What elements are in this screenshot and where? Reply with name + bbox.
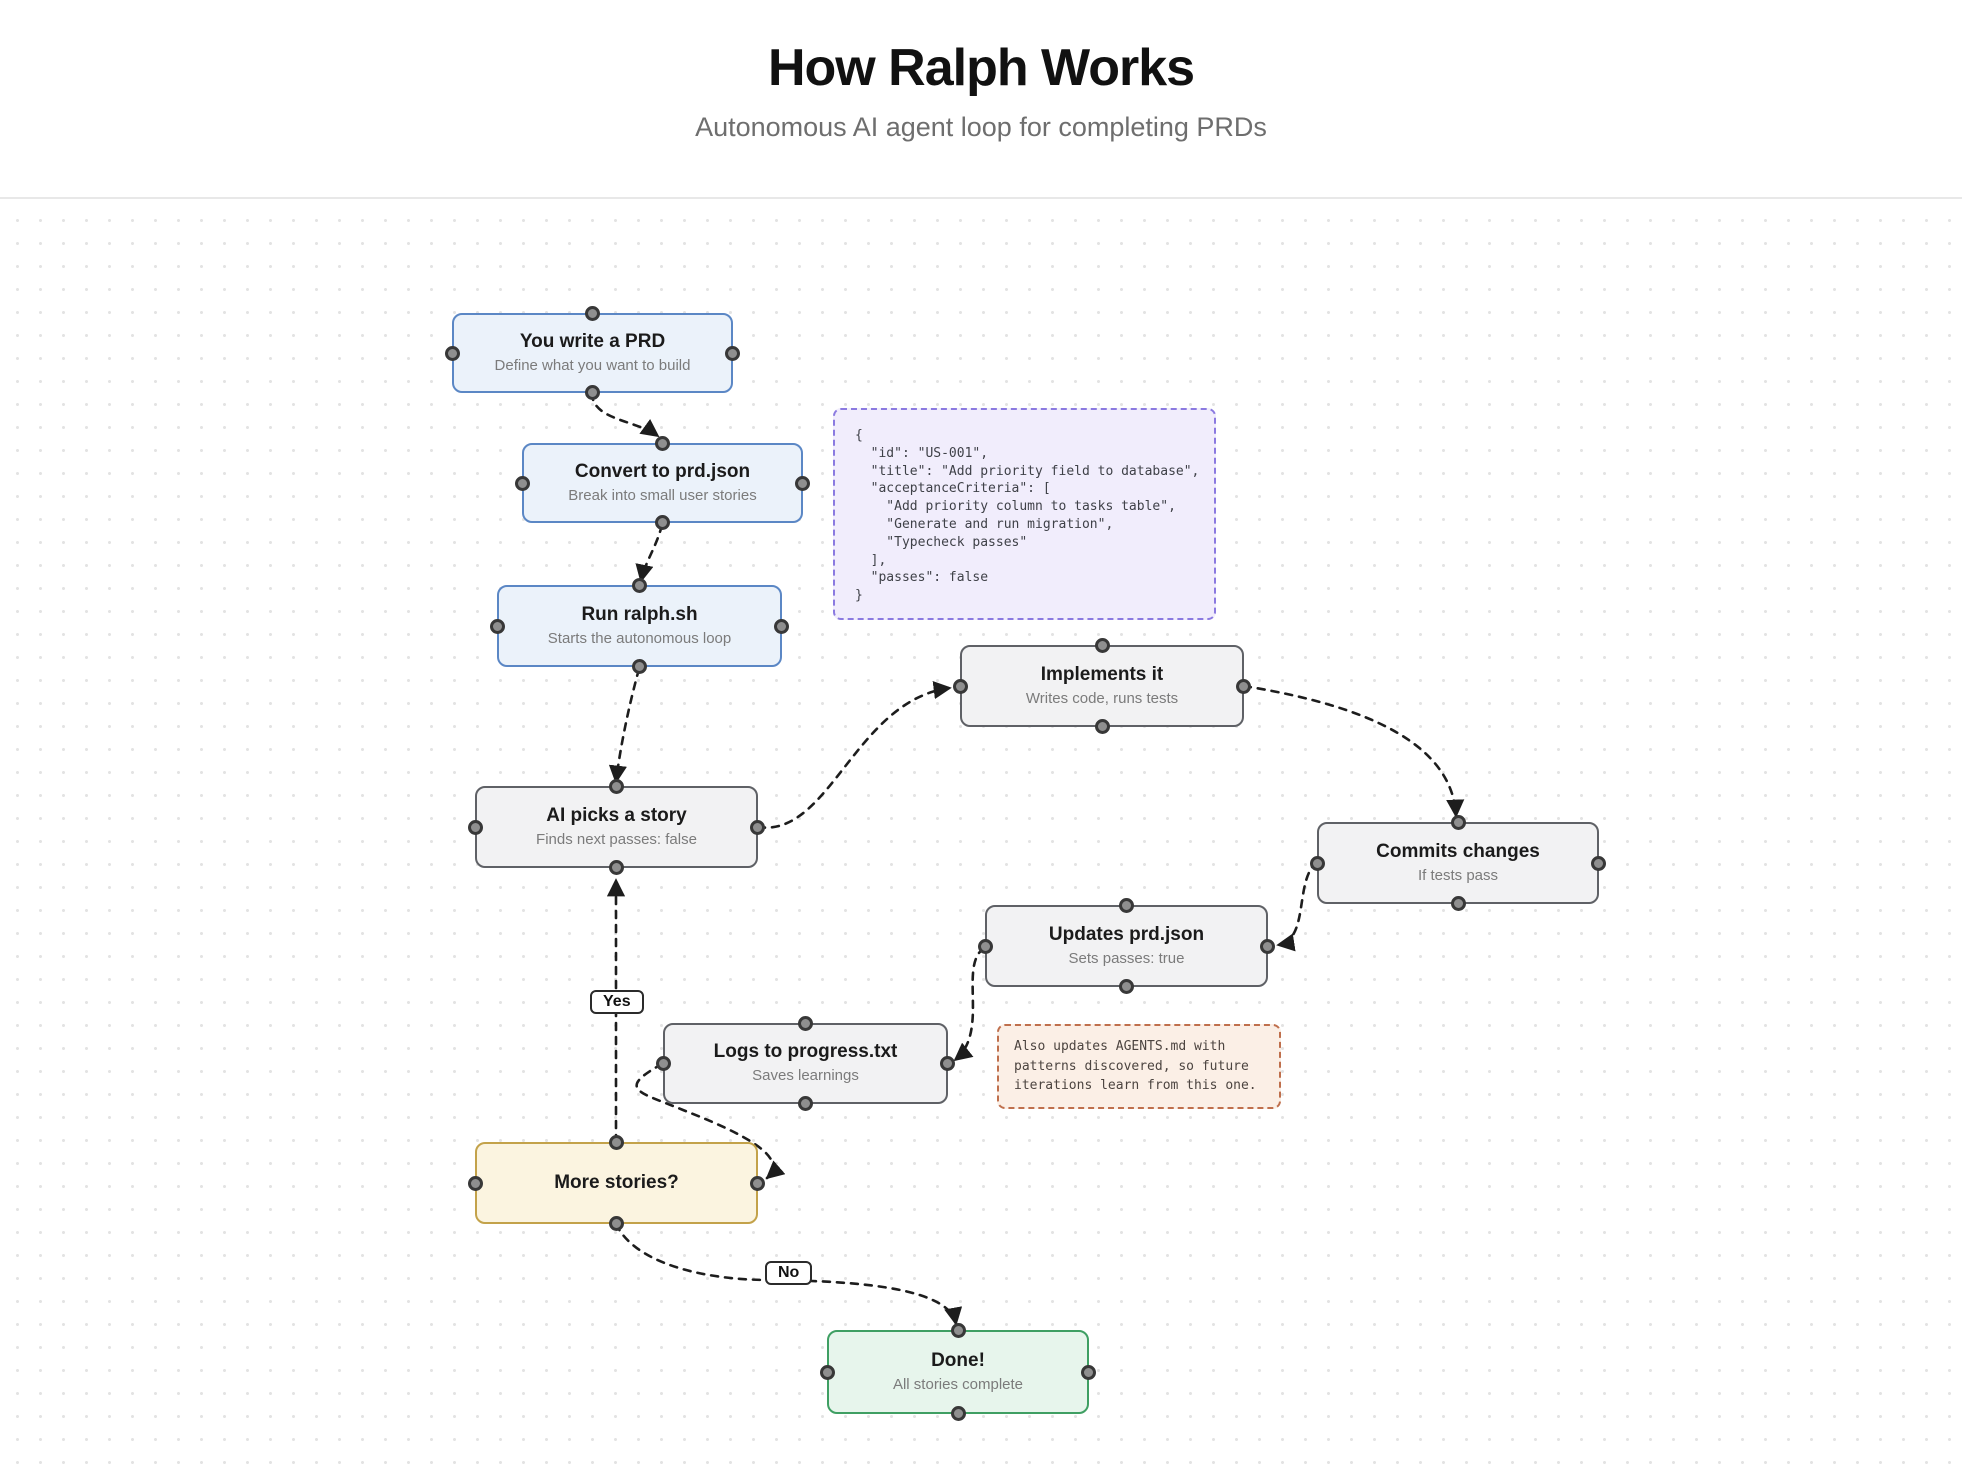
page-title: How Ralph Works — [767, 39, 1195, 97]
connection-handle[interactable] — [1081, 1364, 1096, 1380]
connection-handle[interactable] — [820, 1364, 835, 1380]
node-title: Commits changes — [1376, 840, 1540, 862]
edge-label-yes[interactable]: Yes — [590, 990, 644, 1014]
connection-handle[interactable] — [774, 618, 789, 634]
connection-handle[interactable] — [1094, 719, 1110, 734]
connection-handle[interactable] — [1310, 855, 1325, 871]
connection-handle[interactable] — [1094, 638, 1110, 653]
connection-handle[interactable] — [798, 1016, 813, 1031]
connection-handle[interactable] — [632, 659, 647, 674]
node-title: Convert to prd.json — [574, 460, 751, 482]
node-updates-prd-json[interactable]: Updates prd.json Sets passes: true — [978, 898, 1275, 994]
connection-handle[interactable] — [1236, 678, 1251, 694]
connection-handle[interactable] — [655, 436, 670, 451]
connection-handle[interactable] — [609, 1135, 624, 1150]
edge-commits-to-updates[interactable] — [1276, 860, 1319, 952]
edge-write-prd-to-convert[interactable] — [590, 391, 660, 438]
node-subtitle: Sets passes: true — [1068, 949, 1185, 967]
connection-handle[interactable] — [1450, 815, 1466, 830]
connection-handle[interactable] — [445, 345, 460, 361]
node-subtitle: If tests pass — [1417, 866, 1499, 884]
node-subtitle: Writes code, runs tests — [1025, 689, 1179, 707]
connection-handle[interactable] — [1119, 898, 1134, 913]
node-title: AI picks a story — [546, 804, 687, 826]
connection-handle[interactable] — [750, 819, 765, 835]
connection-handle[interactable] — [795, 475, 810, 491]
connection-handle[interactable] — [655, 515, 670, 530]
connection-handle[interactable] — [468, 819, 483, 835]
node-subtitle: Define what you want to build — [494, 356, 691, 374]
connection-handle[interactable] — [953, 678, 968, 694]
edge-implements-to-commits[interactable] — [1242, 684, 1465, 818]
page-subtitle: Autonomous AI agent loop for completing … — [695, 112, 1267, 142]
connection-handle[interactable] — [609, 1216, 624, 1231]
connection-handle[interactable] — [656, 1056, 671, 1071]
node-title: Logs to progress.txt — [713, 1041, 898, 1063]
node-subtitle: Starts the autonomous loop — [547, 629, 732, 647]
node-title: Implements it — [1040, 663, 1164, 685]
node-commits-changes[interactable]: Commits changes If tests pass — [1310, 815, 1606, 911]
connection-handle[interactable] — [609, 860, 624, 875]
node-title: Run ralph.sh — [581, 603, 698, 625]
node-subtitle: All stories complete — [892, 1375, 1024, 1393]
node-implements-it[interactable]: Implements it Writes code, runs tests — [953, 638, 1251, 734]
node-title: You write a PRD — [519, 330, 666, 352]
connection-handle[interactable] — [1591, 855, 1606, 871]
connection-handle[interactable] — [1260, 938, 1275, 954]
edge-ai-picks-to-implements[interactable] — [756, 681, 952, 829]
agents-md-note-text: Also updates AGENTS.md with patterns dis… — [1014, 1039, 1257, 1093]
node-you-write-a-prd[interactable]: You write a PRD Define what you want to … — [445, 306, 740, 400]
connection-handle[interactable] — [468, 1175, 483, 1191]
connection-handle[interactable] — [1450, 896, 1466, 911]
connection-handle[interactable] — [585, 385, 600, 400]
agents-md-note[interactable]: Also updates AGENTS.md with patterns dis… — [997, 1024, 1281, 1109]
node-ai-picks-a-story[interactable]: AI picks a story Finds next passes: fals… — [468, 779, 765, 875]
node-title: More stories? — [554, 1171, 679, 1193]
node-convert-to-prd-json[interactable]: Convert to prd.json Break into small use… — [515, 436, 810, 530]
connection-handle[interactable] — [978, 938, 993, 954]
prd-json-code: { "id": "US-001", "title": "Add priority… — [855, 428, 1200, 604]
prd-json-code-note[interactable]: { "id": "US-001", "title": "Add priority… — [833, 408, 1216, 620]
connection-handle[interactable] — [1119, 979, 1134, 994]
connection-handle[interactable] — [940, 1056, 955, 1071]
node-title: Updates prd.json — [1048, 923, 1205, 945]
node-subtitle: Finds next passes: false — [536, 830, 697, 848]
connection-handle[interactable] — [609, 779, 624, 794]
header: How Ralph Works Autonomous AI agent loop… — [0, 0, 1962, 197]
node-more-stories[interactable]: More stories? — [468, 1135, 765, 1231]
edge-run-ralph-to-ai-picks[interactable] — [608, 667, 641, 784]
connection-handle[interactable] — [585, 306, 600, 321]
node-logs-to-progress-txt[interactable]: Logs to progress.txt Saves learnings — [656, 1016, 955, 1111]
connection-handle[interactable] — [490, 618, 505, 634]
node-title: Done! — [931, 1349, 985, 1371]
node-subtitle: Break into small user stories — [568, 486, 757, 504]
connection-handle[interactable] — [950, 1406, 966, 1421]
connection-handle[interactable] — [798, 1096, 813, 1111]
node-done[interactable]: Done! All stories complete — [820, 1323, 1096, 1421]
edge-updates-to-logs[interactable] — [953, 946, 986, 1062]
connection-handle[interactable] — [950, 1323, 966, 1338]
connection-handle[interactable] — [750, 1175, 765, 1191]
node-run-ralph-sh[interactable]: Run ralph.sh Starts the autonomous loop — [490, 578, 789, 674]
node-subtitle: Saves learnings — [752, 1067, 859, 1085]
edge-convert-to-run-ralph[interactable] — [635, 523, 664, 583]
edge-label-no[interactable]: No — [765, 1261, 813, 1285]
connection-handle[interactable] — [632, 578, 647, 593]
connection-handle[interactable] — [515, 475, 530, 491]
edge-logs-to-more-stories[interactable] — [635, 1062, 786, 1180]
connection-handle[interactable] — [725, 345, 740, 361]
